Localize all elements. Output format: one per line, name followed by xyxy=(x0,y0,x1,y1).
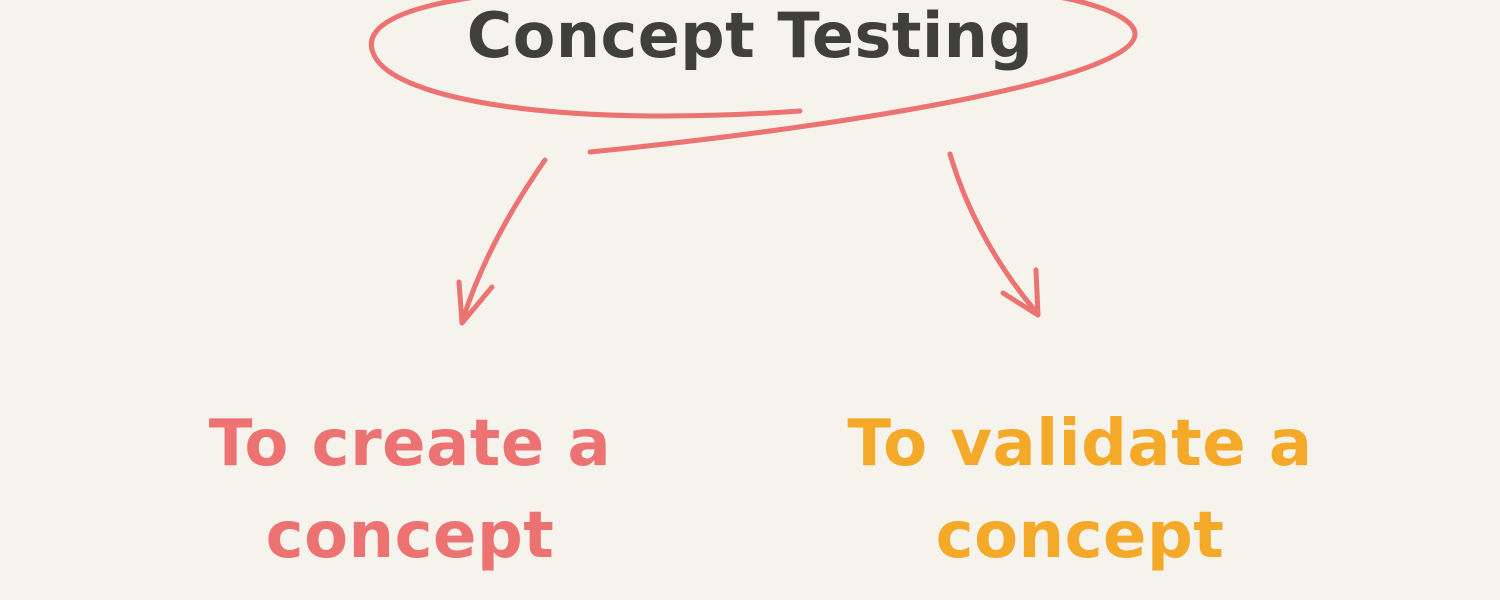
arrow-right-shaft xyxy=(947,151,1041,317)
title-ellipse-outline xyxy=(369,0,1138,155)
branch-create-line1: To create a xyxy=(208,407,612,481)
arrow-right-head-icon xyxy=(1000,267,1041,318)
arrow-left-shaft xyxy=(459,157,548,325)
branch-create-concept: To create a concept xyxy=(130,398,690,582)
branch-validate-line1: To validate a xyxy=(847,407,1313,481)
branch-validate-line2: concept xyxy=(935,499,1225,573)
arrow-left-head-icon xyxy=(456,279,495,326)
branch-validate-concept: To validate a concept xyxy=(780,398,1380,582)
branch-create-line2: concept xyxy=(265,499,555,573)
diagram-title: Concept Testing xyxy=(466,0,1034,72)
